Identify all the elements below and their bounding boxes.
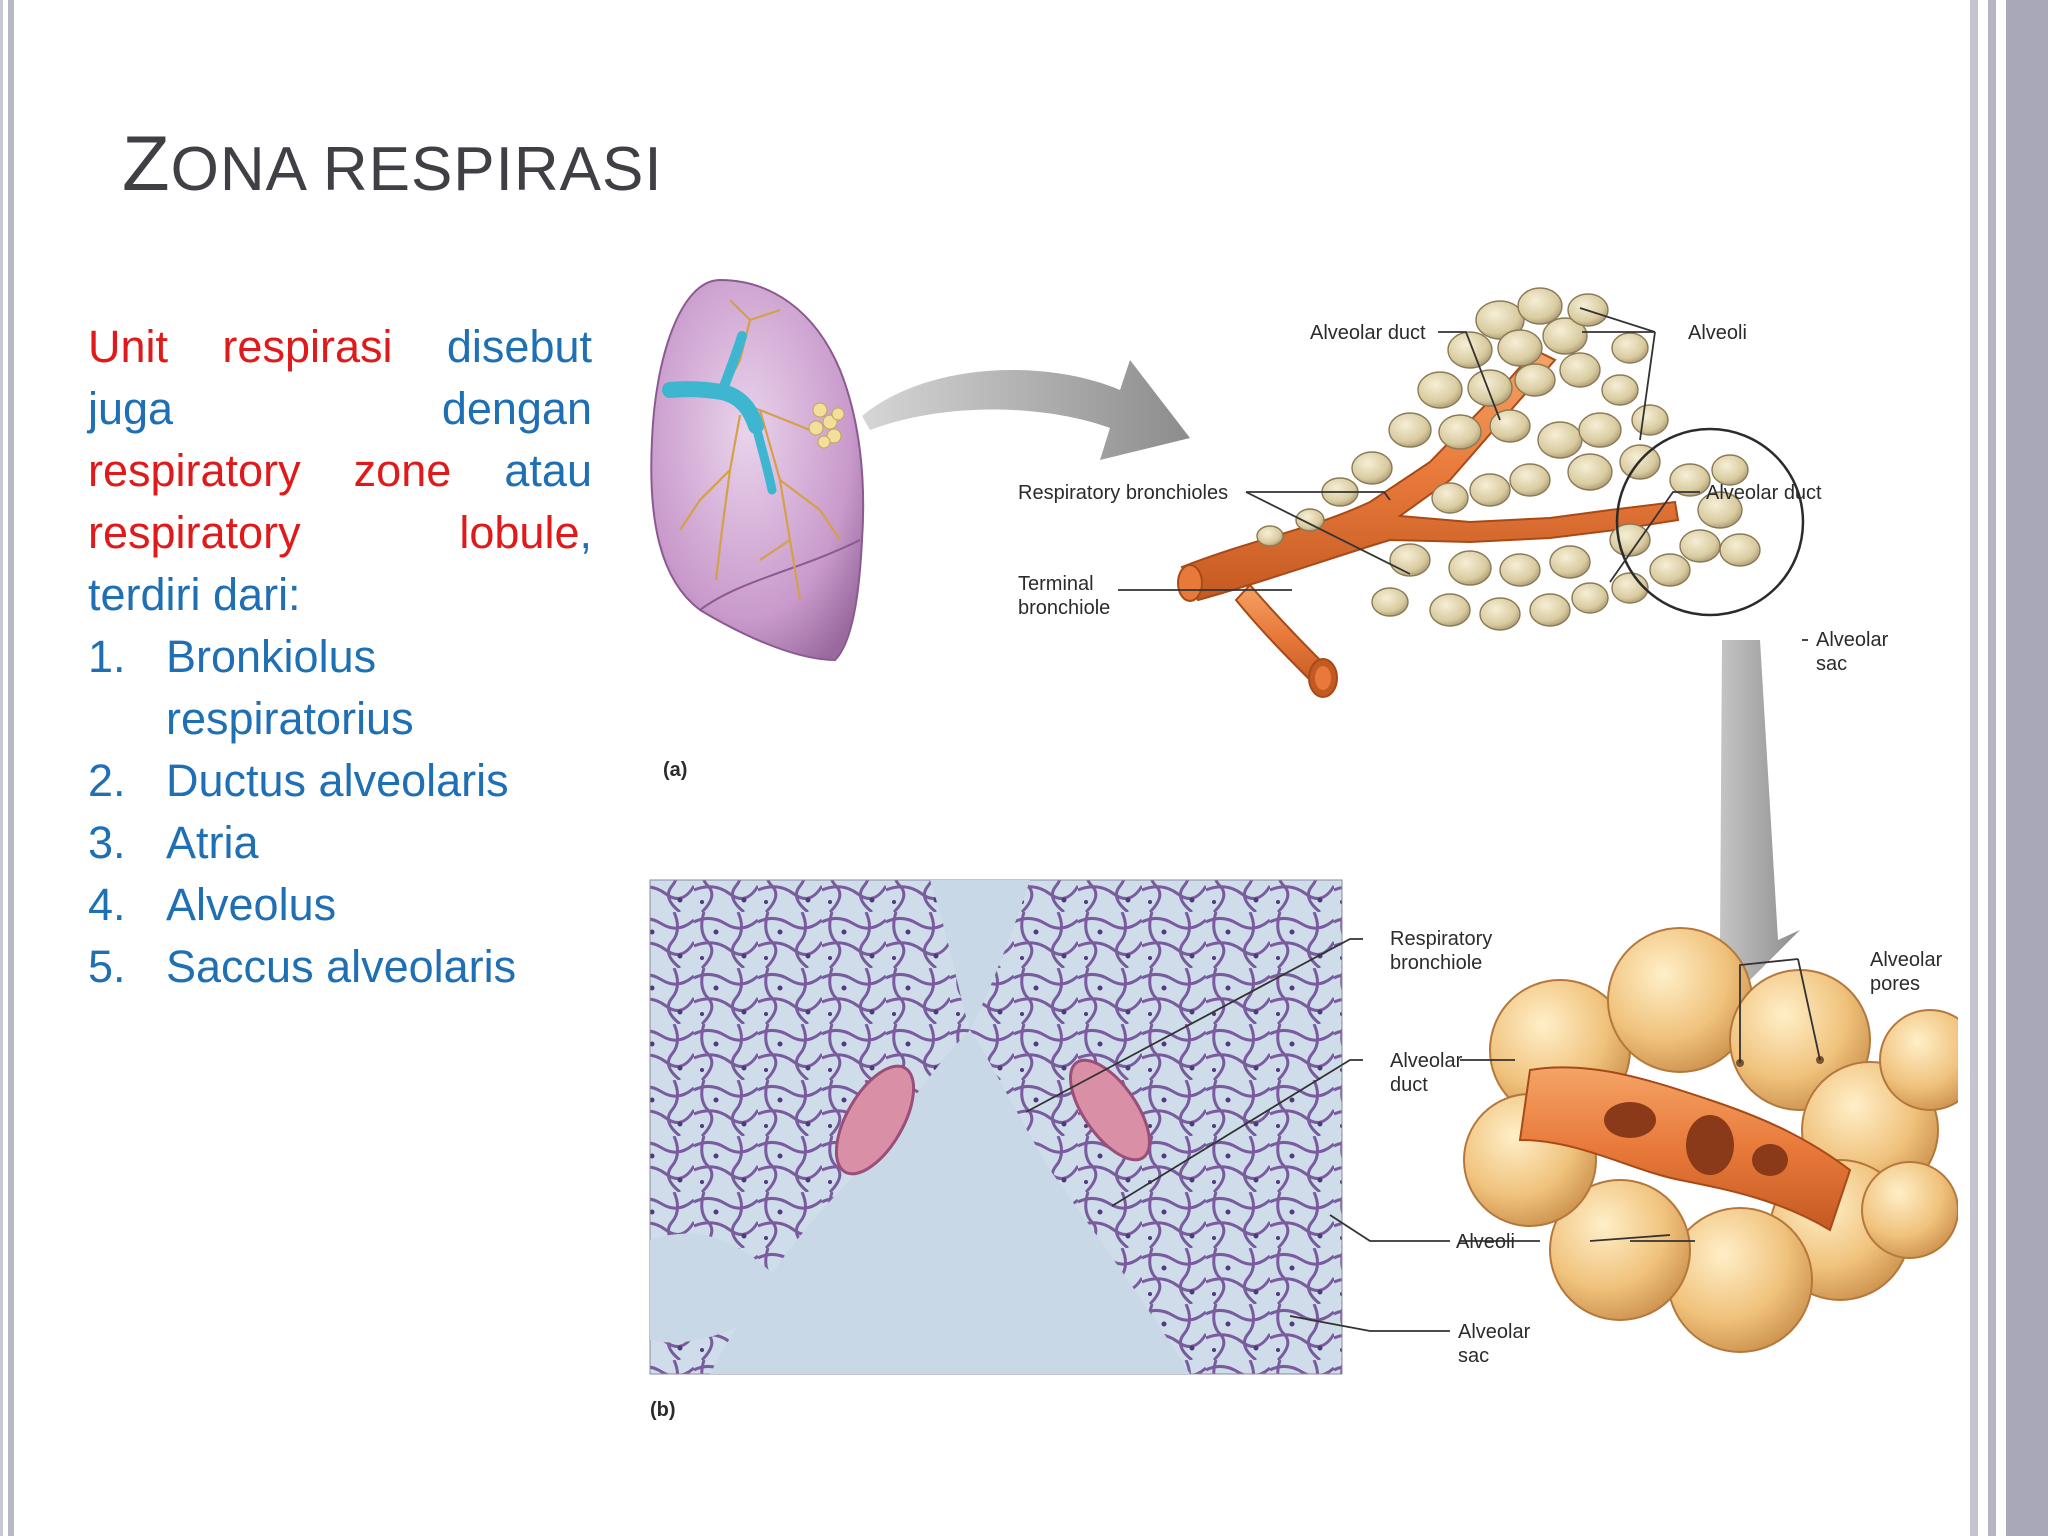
down-arrow-icon xyxy=(1696,640,1800,980)
body-line-2: juga dengan xyxy=(88,378,592,440)
curved-arrow-icon xyxy=(862,360,1190,460)
panel-label-b: (b) xyxy=(650,1399,676,1421)
word-atau: atau xyxy=(504,445,592,496)
lung-illustration xyxy=(650,278,865,662)
right-border-band xyxy=(1960,0,2048,1536)
body-line-5: terdiri dari: xyxy=(88,569,301,620)
slide-title: ZONA RESPIRASI xyxy=(122,118,663,209)
label-alveolar-sac-a-2: sac xyxy=(1816,653,1847,675)
body-text: Unit respirasi disebut juga dengan respi… xyxy=(88,316,592,998)
label-alveolar-duct-b-2: duct xyxy=(1390,1074,1428,1096)
label-alveolar-sac-b-1: Alveolar xyxy=(1458,1321,1531,1343)
label-alveolar-duct-top: Alveolar duct xyxy=(1310,322,1426,344)
term-respiratory-zone: respiratory zone xyxy=(88,445,452,496)
word-disebut: disebut xyxy=(446,321,592,372)
label-alveoli-b: Alveoli xyxy=(1456,1231,1515,1253)
body-line-1: Unit respirasi disebut xyxy=(88,316,592,378)
label-alveoli-top: Alveoli xyxy=(1688,322,1747,344)
slide-title-rest: ONA RESPIRASI xyxy=(170,135,663,204)
label-alveolar-pores-2: pores xyxy=(1870,973,1920,995)
term-respiratory: respiratory xyxy=(88,507,301,558)
slide-title-initial: Z xyxy=(122,119,171,207)
term-lobule: lobule xyxy=(459,507,580,558)
component-list: 1.Bronkiolus respiratorius 2.Ductus alve… xyxy=(88,626,592,998)
left-border-rule xyxy=(0,0,14,1536)
word-juga: juga xyxy=(88,383,174,434)
bronchiole-tree-illustration xyxy=(1177,287,1805,698)
list-item: 1.Bronkiolus respiratorius xyxy=(88,631,414,744)
label-terminal-bronchiole-2: bronchiole xyxy=(1018,597,1110,619)
list-item: 5.Saccus alveolaris xyxy=(88,941,517,992)
body-line-3: respiratory zone atau xyxy=(88,440,592,502)
leader-lines xyxy=(1025,307,1821,1332)
label-terminal-bronchiole-1: Terminal xyxy=(1018,573,1094,595)
label-respiratory-bronchiole-b-1: Respiratory xyxy=(1390,928,1492,950)
term-unit-respirasi: Unit respirasi xyxy=(88,321,393,372)
list-item: 3.Atria xyxy=(88,817,259,868)
label-alveolar-sac-a-1: Alveolar xyxy=(1816,629,1889,651)
label-respiratory-bronchioles: Respiratory bronchioles xyxy=(1018,482,1228,504)
label-respiratory-bronchiole-b-2: bronchiole xyxy=(1390,952,1482,974)
list-item: 2.Ductus alveolaris xyxy=(88,755,509,806)
alveolar-sac-closeup xyxy=(1463,927,1958,1353)
word-dengan: dengan xyxy=(441,383,592,434)
histology-micrograph xyxy=(649,879,1343,1375)
label-alveolar-duct-right: Alveolar duct xyxy=(1706,482,1822,504)
panel-label-a: (a) xyxy=(663,759,687,781)
alveolar-sac-highlight-circle xyxy=(1615,427,1805,617)
label-alveolar-duct-b-1: Alveolar xyxy=(1390,1050,1463,1072)
list-item: 4.Alveolus xyxy=(88,879,337,930)
label-alveolar-pores-1: Alveolar xyxy=(1870,949,1943,971)
body-line-4: respiratory lobule, xyxy=(88,502,592,564)
label-alveolar-sac-b-2: sac xyxy=(1458,1345,1489,1367)
respiratory-zone-figure: Alveolar duct Alveoli Respiratory bronch… xyxy=(649,278,1958,1421)
comma: , xyxy=(579,507,592,558)
